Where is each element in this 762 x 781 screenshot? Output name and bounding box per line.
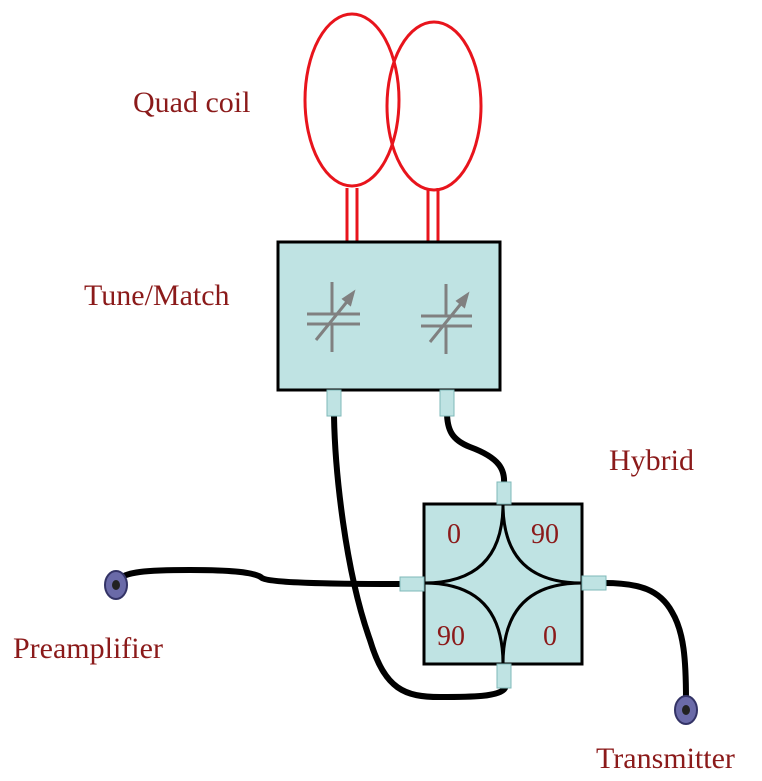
hybrid-coupler-arcs (423, 503, 583, 665)
transmitter-connector-center (682, 705, 690, 715)
tm-port-right (439, 389, 455, 417)
variable-capacitor-icon (307, 282, 360, 352)
quad-coil (303, 12, 483, 242)
hybrid-box (422, 502, 584, 666)
hybrid-port-bottom (496, 663, 512, 689)
cables (115, 409, 689, 703)
label-preamplifier: Preamplifier (13, 632, 163, 665)
cable-tm-to-hybrid-top (444, 409, 508, 487)
coil-loop-left (303, 12, 401, 188)
coil-loop-right (385, 20, 483, 192)
cable-transmitter (601, 580, 689, 703)
preamplifier-connector-center (112, 580, 120, 590)
hybrid-port-left (399, 576, 425, 592)
label-hybrid: Hybrid (609, 444, 694, 477)
label-quad-coil: Quad coil (133, 86, 250, 119)
hybrid-port-label-top-right: 90 (531, 519, 559, 550)
hybrid-port-right (581, 575, 607, 591)
cable-tm-to-hybrid-bottom (331, 413, 508, 701)
cable-preamp (115, 566, 405, 587)
tm-port-left (326, 389, 342, 417)
label-transmitter: Transmitter (596, 742, 735, 775)
variable-capacitor-icon (421, 284, 472, 354)
hybrid-port-label-bottom-right: 0 (543, 621, 557, 652)
hybrid-port-top (496, 481, 512, 505)
label-tune-match: Tune/Match (84, 279, 230, 312)
hybrid-port-label-bottom-left: 90 (437, 621, 465, 652)
hybrid-port-label-top-left: 0 (447, 519, 461, 550)
